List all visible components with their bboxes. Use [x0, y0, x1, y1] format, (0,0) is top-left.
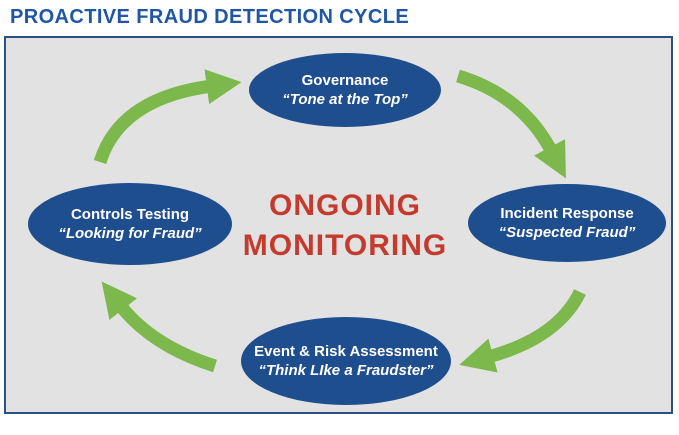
node-event-risk-assessment: Event & Risk Assessment “Think LIke a Fr… [241, 317, 451, 405]
node-incident-response: Incident Response “Suspected Fraud” [468, 184, 666, 262]
node-title: Incident Response [500, 205, 634, 222]
center-label: ONGOING MONITORING [225, 186, 465, 266]
node-title: Event & Risk Assessment [254, 343, 438, 360]
center-label-line1: ONGOING [268, 189, 421, 222]
page-title: PROACTIVE FRAUD DETECTION CYCLE [10, 6, 410, 28]
node-title: Governance [301, 72, 389, 89]
node-subtitle: “Think LIke a Fraudster” [258, 362, 434, 379]
node-subtitle: “Tone at the Top” [282, 91, 408, 108]
center-label-line2: MONITORING [242, 229, 448, 262]
node-subtitle: “Looking for Fraud” [58, 225, 202, 242]
node-controls-testing: Controls Testing “Looking for Fraud” [28, 183, 232, 265]
node-title: Controls Testing [70, 206, 190, 223]
node-subtitle: “Suspected Fraud” [498, 224, 636, 241]
node-governance: Governance “Tone at the Top” [249, 53, 441, 127]
